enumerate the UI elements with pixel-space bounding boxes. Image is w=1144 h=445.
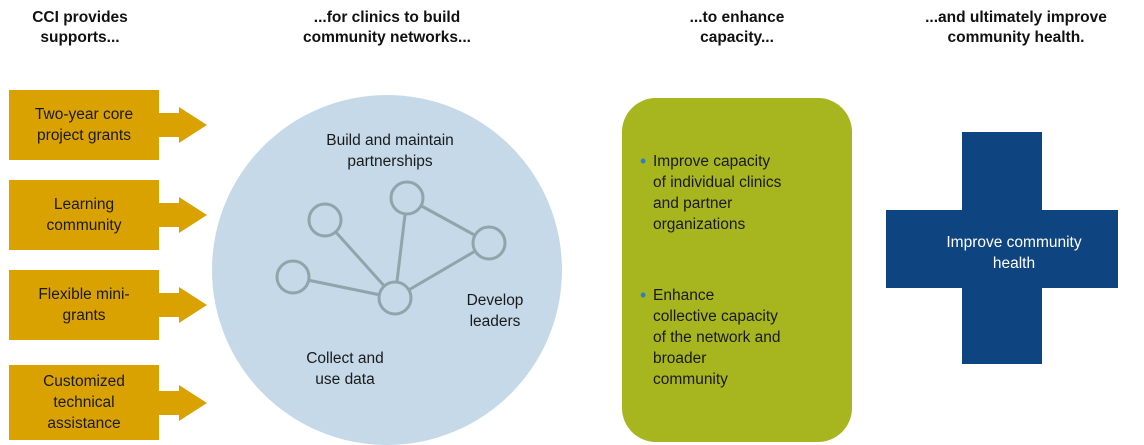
support-arrow-mini-grants: Flexible mini- grants	[9, 270, 209, 340]
header-line: CCI provides	[32, 9, 128, 26]
support-label-line: technical	[53, 394, 115, 411]
support-arrow-core-grants: Two-year core project grants	[9, 90, 209, 160]
header-line: capacity...	[700, 29, 774, 46]
support-label: Customized technical assistance	[9, 365, 159, 440]
health-label-line: Improve community	[946, 234, 1082, 251]
support-label-line: community	[46, 217, 122, 234]
network-circle	[212, 95, 562, 445]
network-edge	[394, 241, 490, 300]
header-capacity: ...to enhance capacity...	[647, 8, 827, 48]
bullet-line: and partner	[653, 195, 733, 212]
network-node	[307, 202, 343, 238]
header-networks: ...for clinics to build community networ…	[262, 8, 512, 48]
bullet-line: of individual clinics	[653, 174, 782, 191]
header-health: ...and ultimately improve community heal…	[896, 8, 1136, 48]
network-node	[377, 280, 413, 316]
header-supports: CCI provides supports...	[0, 8, 160, 48]
bullet-line: organizations	[653, 216, 746, 233]
support-label-line: Learning	[53, 196, 115, 213]
header-line: community health.	[947, 29, 1085, 46]
bullet-icon: •	[640, 285, 647, 305]
capacity-box: • Improve capacity of individual clinics…	[622, 98, 852, 442]
support-arrow-technical-assistance: Customized technical assistance	[9, 365, 209, 440]
support-label: Learning community	[9, 180, 159, 250]
health-label: Improve community health	[914, 232, 1114, 274]
support-label-line: Two-year core	[34, 106, 134, 123]
header-line: ...and ultimately improve	[925, 9, 1107, 26]
network-label-line: leaders	[469, 313, 521, 330]
arrow-shape	[9, 270, 207, 340]
arrow-shape	[9, 90, 207, 160]
network-label-line: Collect and	[306, 350, 384, 367]
header-line: ...for clinics to build	[313, 9, 461, 26]
network-label-develop: Develop leaders	[445, 290, 545, 332]
network-label-line: Build and maintain	[326, 132, 454, 149]
support-label-line: Customized	[43, 373, 125, 390]
network-node	[389, 180, 425, 216]
support-label-line: grants	[62, 307, 106, 324]
support-label: Two-year core project grants	[9, 90, 159, 160]
support-arrow-learning-community: Learning community	[9, 180, 209, 250]
bullet-line: broader	[653, 350, 707, 367]
bullet-line: Enhance	[653, 287, 715, 304]
network-node	[471, 225, 507, 261]
bullet-line: community	[653, 371, 728, 388]
network-label-line: use data	[315, 371, 375, 388]
network-label-collect: Collect and use data	[285, 348, 405, 390]
arrow-shape	[9, 365, 207, 440]
support-label: Flexible mini- grants	[9, 270, 159, 340]
bullet-line: Improve capacity	[653, 153, 771, 170]
bullet-icon: •	[640, 151, 647, 171]
bullet-line: collective capacity	[653, 308, 778, 325]
capacity-bullet: • Improve capacity of individual clinics…	[640, 151, 838, 235]
health-label-line: health	[992, 255, 1036, 272]
network-label-line: Develop	[466, 292, 524, 309]
network-label-build: Build and maintain partnerships	[290, 130, 490, 172]
capacity-bullet: • Enhance collective capacity of the net…	[640, 285, 838, 390]
bullet-line: of the network and	[653, 329, 781, 346]
support-label-line: assistance	[47, 415, 121, 432]
header-line: supports...	[40, 29, 120, 46]
arrow-shape	[9, 180, 207, 250]
network-node	[275, 259, 311, 295]
support-label-line: Flexible mini-	[38, 286, 130, 303]
network-label-line: partnerships	[347, 153, 433, 170]
support-label-line: project grants	[37, 127, 131, 144]
header-line: ...to enhance	[689, 9, 785, 26]
header-line: community networks...	[303, 29, 471, 46]
